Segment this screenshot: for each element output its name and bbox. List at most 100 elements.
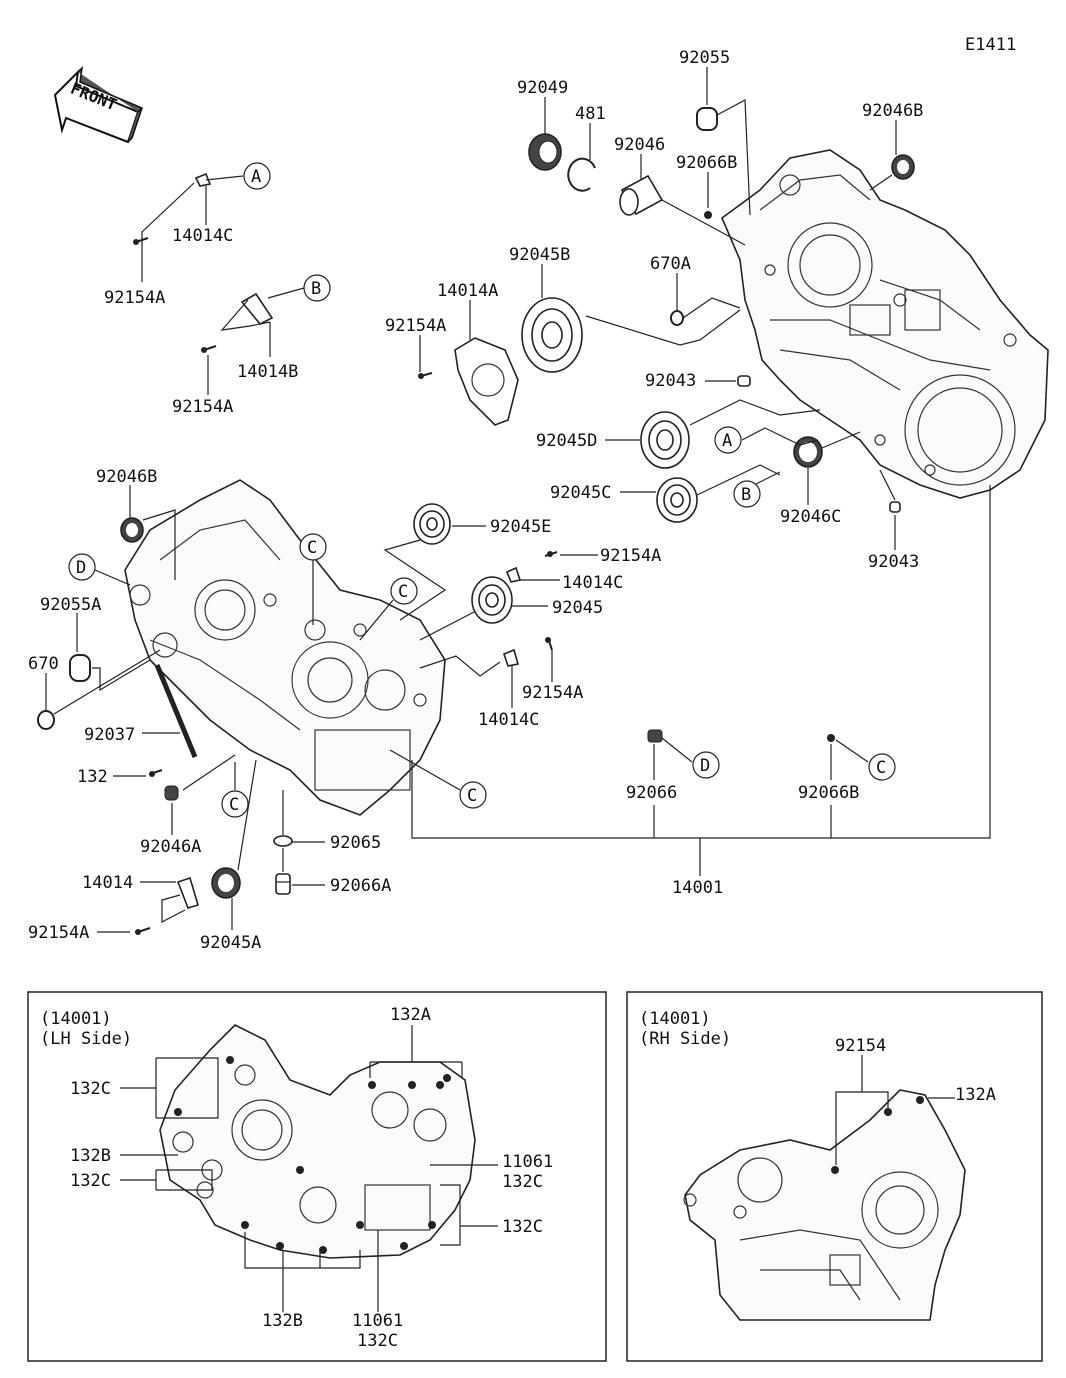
label-92037: 92037	[84, 725, 135, 745]
label-92046B-left: 92046B	[96, 467, 157, 487]
part-670-oring	[37, 710, 55, 730]
part-92037-tube	[154, 664, 198, 758]
label-92045B: 92045B	[509, 245, 570, 265]
label-670: 670	[28, 654, 59, 674]
label-92066B-top: 92066B	[676, 153, 737, 173]
part-92065-washer	[273, 835, 293, 847]
label-132: 132	[77, 767, 108, 787]
ref-A-top: A	[251, 167, 261, 187]
part-92049-seal	[528, 133, 562, 171]
leader-lines	[45, 67, 991, 933]
label-92045C: 92045C	[550, 483, 611, 503]
part-92154A-bolt-b	[201, 345, 217, 353]
part-14014B-plate	[240, 292, 274, 326]
label-670A: 670A	[650, 254, 691, 274]
part-92066B-plug-top	[704, 211, 712, 219]
inset-lh-label-132B-2: 132B	[262, 1311, 303, 1331]
inset-lh-label-132B-1: 132B	[70, 1146, 111, 1166]
label-92055A: 92055A	[40, 595, 101, 615]
label-92154A-mid: 92154A	[385, 316, 446, 336]
label-14001: 14001	[672, 878, 723, 898]
inset-lh-title-1: (14001)	[40, 1009, 112, 1029]
label-14014C-r2: 14014C	[478, 710, 539, 730]
label-92045D: 92045D	[536, 431, 597, 451]
label-92066A: 92066A	[330, 876, 391, 896]
inset-lh-crankcase	[159, 1024, 476, 1259]
part-92066A-plug	[275, 873, 291, 895]
part-14014A-plate	[454, 337, 519, 426]
ref-C-5: C	[876, 758, 886, 778]
label-92154A-b: 92154A	[172, 397, 233, 417]
label-92154A-r2: 92154A	[522, 683, 583, 703]
part-92046B-bearing-left	[120, 517, 144, 543]
part-481-circlip	[567, 157, 596, 192]
part-92043-dowel-top	[737, 375, 751, 387]
label-14014B: 14014B	[237, 362, 298, 382]
part-92154A-bolt-mid	[418, 372, 433, 379]
label-14014: 14014	[82, 873, 133, 893]
part-92154A-bolt-top	[133, 237, 149, 245]
label-14014A: 14014A	[437, 281, 498, 301]
label-92043-right: 92043	[868, 552, 919, 572]
part-92046A-bushing	[164, 785, 179, 801]
front-arrow-icon: FRONT	[53, 65, 144, 144]
inset-lh-label-11061-1: 11061	[502, 1152, 553, 1172]
ref-C-3: C	[229, 795, 239, 815]
ref-C-4: C	[467, 786, 477, 806]
part-92045-bearing	[471, 576, 513, 624]
inset-lh-label-132A: 132A	[390, 1005, 431, 1025]
label-92154A-r1: 92154A	[600, 546, 661, 566]
inset-rh-label-92154: 92154	[835, 1036, 886, 1056]
part-14014C-clamp-r1	[505, 566, 522, 583]
inset-lh-label-132C-2: 132C	[70, 1171, 111, 1191]
part-92055A-oring	[69, 654, 91, 682]
inset-lh-label-132C-4: 132C	[502, 1217, 543, 1237]
part-92154A-bolt-r2	[545, 637, 553, 651]
ref-A-right: A	[722, 431, 732, 451]
part-14014C-clamp-r2	[503, 648, 520, 667]
label-92046B-top: 92046B	[862, 101, 923, 121]
part-92066B-plug-bottom	[827, 734, 835, 742]
ref-C-1: C	[307, 538, 317, 558]
inset-lh-label-132C-3: 132C	[502, 1172, 543, 1192]
inset-rh-side: (14001) (RH Side) 92154 132A	[626, 991, 1043, 1362]
part-92045B-bearing	[521, 297, 583, 373]
ref-C-2: C	[398, 582, 408, 602]
part-92045D-bearing	[640, 411, 690, 469]
inset-rh-title-2: (RH Side)	[639, 1029, 731, 1049]
label-92065: 92065	[330, 833, 381, 853]
label-92045: 92045	[552, 598, 603, 618]
part-92154A-bolt-r1	[544, 551, 558, 557]
inset-lh-title-2: (LH Side)	[40, 1029, 132, 1049]
label-92066: 92066	[626, 783, 677, 803]
ref-B-right: B	[741, 485, 751, 505]
part-92045A-seal	[211, 867, 241, 899]
crankcase-lh-exploded	[124, 479, 446, 816]
label-92046A: 92046A	[140, 837, 201, 857]
reference-markers: A B A B D C C C C D C	[68, 162, 896, 818]
label-14014C-top: 14014C	[172, 226, 233, 246]
label-92049: 92049	[517, 78, 568, 98]
inset-rh-title-1: (14001)	[639, 1009, 711, 1029]
inset-rh-label-132A: 132A	[955, 1085, 996, 1105]
part-92066-plug	[647, 729, 663, 743]
part-670A-oring	[670, 310, 684, 326]
label-92154A-bottom: 92154A	[28, 923, 89, 943]
inset-lh-label-132C-5: 132C	[357, 1331, 398, 1351]
part-92043-dowel-right	[889, 501, 901, 513]
part-92046-bearing	[619, 174, 664, 216]
label-14014C-r1: 14014C	[562, 573, 623, 593]
ref-D-right: D	[700, 756, 710, 776]
inset-lh-label-132C-1: 132C	[70, 1079, 111, 1099]
inset-rh-crankcase	[683, 1089, 966, 1321]
label-92046C: 92046C	[780, 507, 841, 527]
label-92043-top: 92043	[645, 371, 696, 391]
inset-lh-side: (14001) (LH Side)	[27, 991, 607, 1362]
label-92154A-top: 92154A	[104, 288, 165, 308]
label-92066B-bottom: 92066B	[798, 783, 859, 803]
part-132-bolt	[149, 769, 163, 777]
part-92055-oring	[696, 107, 718, 131]
label-92046: 92046	[614, 135, 665, 155]
part-92046C-bearing	[793, 436, 823, 468]
